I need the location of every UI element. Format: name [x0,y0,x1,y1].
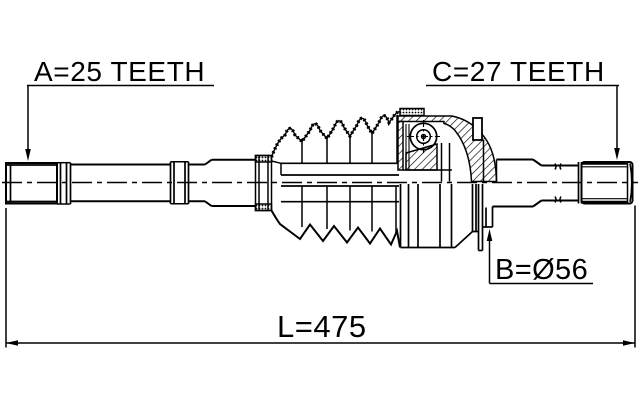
housing-tab [472,117,483,141]
label-c-group: C=27 TEETH [426,56,620,160]
leader-b-arrowhead [486,229,493,241]
length-arrow-right [623,340,635,346]
label-a-group: A=25 TEETH [25,56,214,161]
label-length: L=475 [277,309,367,344]
joint-housing-body [399,184,494,252]
snap-ring-groove [56,161,72,205]
shaft-body [70,158,256,207]
cv-boot-bellows [269,109,401,248]
label-c-teeth: C=27 TEETH [432,56,605,87]
length-arrow-left [6,340,18,346]
label-b-diameter: B=Ø56 [495,254,588,286]
length-dimension: L=475 [5,205,636,348]
tripod-roller [407,120,440,153]
leader-c-arrowhead [614,148,620,160]
joint-housing-section [397,115,498,183]
label-b-group: B=Ø56 [486,229,593,286]
leader-a-arrowhead [25,149,31,161]
output-spline [580,161,634,205]
label-a-teeth: A=25 TEETH [34,56,205,87]
